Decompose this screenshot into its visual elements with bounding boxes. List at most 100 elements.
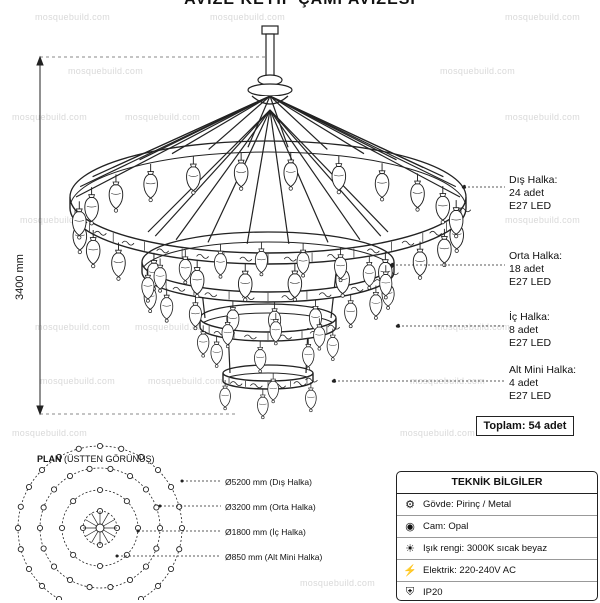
ring-back-edge <box>69 140 467 198</box>
ring-bulb: E27 LED <box>509 276 552 288</box>
plan-title-main: PLAN <box>37 454 62 464</box>
ring-bands <box>69 140 472 390</box>
lamp-finial <box>454 234 459 239</box>
lamp-finial <box>116 276 121 281</box>
plan-lamp <box>176 546 183 553</box>
watermark: mosquebuild.com <box>300 578 376 588</box>
lamp <box>326 328 339 361</box>
plan-lamp <box>55 595 63 600</box>
lamp <box>269 313 282 346</box>
spec-row: ⚡ Elektrik: 220-240V AC <box>397 560 597 582</box>
lamp-finial <box>415 207 420 212</box>
lamp-finial <box>89 221 94 226</box>
lamp-detail <box>221 394 229 397</box>
plan-lamp <box>66 472 74 480</box>
watermark: mosquebuild.com <box>505 112 581 122</box>
lamp-finial <box>338 278 343 283</box>
ring-name: Dış Halka: <box>509 174 558 186</box>
lamp <box>153 258 167 293</box>
plan-lamp <box>123 551 130 558</box>
plan-leader-dot <box>136 529 140 533</box>
lamp <box>219 380 231 411</box>
watermark: mosquebuild.com <box>440 66 516 76</box>
lamp <box>305 381 317 413</box>
lamp <box>233 152 249 191</box>
lamp-detail <box>257 258 266 261</box>
lamp <box>369 285 383 320</box>
lamp-glass <box>305 389 317 410</box>
lamp <box>302 338 315 371</box>
lamp-glass <box>369 294 383 317</box>
lamp <box>344 293 358 329</box>
page-title: AVİZE KEYİF ÇAMİ AVİZESİ <box>150 0 450 9</box>
lamp-finial <box>91 264 96 269</box>
ring-calligraphy <box>279 334 292 340</box>
lamp-glass <box>108 184 124 210</box>
plan-lamp <box>137 453 145 461</box>
lamp-finial <box>440 220 445 225</box>
specs-title: TEKNİK BİLGİLER <box>397 472 597 494</box>
lamp <box>254 340 267 374</box>
ring-calligraphy <box>458 207 472 213</box>
plan-label-middle: Ø3200 mm (Orta Halka) <box>225 502 316 512</box>
plan-lamp <box>50 486 58 493</box>
lamp-finial <box>148 309 153 313</box>
lamp-detail <box>412 192 423 194</box>
plan-lamp <box>96 442 104 450</box>
spec-row: ⚙ Gövde: Pirinç / Metal <box>397 494 597 516</box>
plan-title-sub: (ÜSTTEN GÖRÜNÜŞ) <box>64 454 155 464</box>
chain-spoke <box>269 95 289 148</box>
lamp-detail <box>290 282 300 284</box>
plan-lamp <box>126 576 134 584</box>
lamp-detail <box>192 278 203 281</box>
lamp-detail <box>86 205 97 208</box>
lamp-detail <box>191 312 200 315</box>
lamp-glass <box>326 337 339 358</box>
lamp-finial <box>195 293 200 299</box>
lamp-glass <box>283 162 299 188</box>
chain-spoke <box>269 109 329 243</box>
lamp-detail <box>285 171 296 173</box>
lamp-glass <box>197 333 210 355</box>
ring-calligraphy <box>281 295 295 301</box>
lamp-finial <box>340 293 345 298</box>
lamp-detail <box>145 182 156 185</box>
bulb-icon: ☀ <box>405 543 415 555</box>
lamp-detail <box>311 316 320 318</box>
lamp-detail <box>381 281 391 284</box>
lamp <box>254 242 268 277</box>
chain-spoke <box>269 95 457 188</box>
lamp-finial <box>288 186 293 191</box>
lamp-finial <box>271 399 275 404</box>
lamp-detail <box>216 261 225 263</box>
lamp-finial <box>243 297 248 302</box>
plan-lamp <box>96 486 104 494</box>
plan-lamp <box>17 503 24 510</box>
chain-spoke <box>269 109 382 237</box>
lamp-detail <box>269 387 278 390</box>
watermark: mosquebuild.com <box>505 12 581 22</box>
lamp-finial <box>379 197 385 202</box>
lamp <box>85 229 101 269</box>
spec-row: ⛨ IP20 <box>397 582 597 603</box>
ring-calligraphy <box>318 292 332 298</box>
watermark: mosquebuild.com <box>400 428 476 438</box>
spec-text: Cam: Opal <box>423 521 469 532</box>
lamp-detail <box>451 218 462 221</box>
plan-lamp <box>96 562 104 570</box>
ring-calligraphy <box>367 248 380 254</box>
ring-calligraphy <box>239 256 253 262</box>
lamp-finial <box>374 315 378 320</box>
lamp <box>287 263 303 302</box>
chain-spoke <box>269 109 361 241</box>
lamp-glass <box>221 324 234 346</box>
chain-spoke <box>269 109 389 233</box>
lamp <box>435 186 451 225</box>
lamp <box>210 335 223 368</box>
lamp-detail <box>240 282 251 284</box>
plan-leader-dot <box>180 479 184 483</box>
lamp-detail <box>307 396 315 398</box>
plan-lamp <box>176 503 183 510</box>
ring-count: 8 adet <box>509 324 539 336</box>
spec-text: Gövde: Pirinç / Metal <box>423 499 512 510</box>
